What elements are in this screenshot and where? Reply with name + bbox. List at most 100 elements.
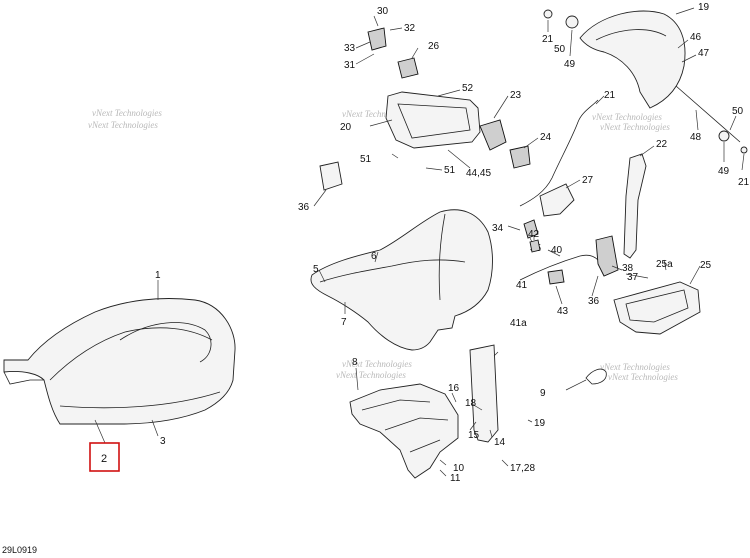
callout-52a[interactable]: 51: [360, 154, 372, 165]
leader-9: [493, 351, 499, 357]
seat-base-frame-rib-1: [361, 399, 431, 411]
callout-32[interactable]: 33: [344, 43, 356, 54]
leader-15: [501, 459, 509, 467]
leader-18: [527, 419, 533, 423]
callout-33[interactable]: 34: [492, 223, 504, 234]
callout-49[interactable]: 48: [690, 132, 702, 143]
backrest-19: [579, 10, 686, 109]
callout-53[interactable]: 52: [462, 83, 474, 94]
callout-48[interactable]: 47: [698, 48, 710, 59]
seat-base-frame-rib-3: [409, 439, 441, 453]
callout-25a[interactable]: 25a: [656, 259, 673, 270]
leader-52a: [391, 153, 399, 159]
callout-5[interactable]: 5: [313, 264, 319, 275]
leader-44-45: [565, 379, 587, 391]
callout-44-45[interactable]: 9: [540, 388, 546, 399]
leader-25a: [663, 259, 667, 271]
callout-11[interactable]: 11: [450, 473, 461, 484]
watermark-3: vNext Technologies: [592, 112, 662, 122]
callout-2-highlighted[interactable]: 2: [101, 453, 107, 465]
leader-6: [374, 251, 379, 263]
callout-52b[interactable]: 51: [444, 165, 456, 176]
latch-plate: [469, 344, 499, 443]
left-seat-inner-contour: [119, 322, 212, 363]
cable-20: [519, 99, 599, 207]
lock-38: [595, 235, 619, 277]
leader-40: [547, 249, 561, 257]
callout-22-right[interactable]: 21: [738, 177, 750, 188]
callout-50-right[interactable]: 49: [718, 166, 730, 177]
callout-30[interactable]: 31: [344, 60, 356, 71]
callout-18[interactable]: 19: [534, 418, 546, 429]
watermark-1: vNext Technologies: [92, 108, 162, 118]
callout-23[interactable]: 23: [510, 90, 522, 101]
callout-21[interactable]: 22: [656, 139, 668, 150]
backrest-group: 19 46 47 48 21 50 49 50 49 21: [542, 2, 750, 188]
callout-51-right[interactable]: 50: [732, 106, 744, 117]
callout-1[interactable]: 1: [155, 270, 161, 281]
left-seat-cushion: [3, 298, 236, 425]
callout-13[interactable]: 15: [468, 430, 480, 441]
lock-and-box-group: 25a 25 37 38 36 40 41 41a 42 43 9: [510, 229, 712, 399]
callout-47[interactable]: 46: [690, 32, 702, 43]
seat-base-frame-shape: [349, 383, 459, 479]
callout-15[interactable]: 17,28: [510, 463, 535, 474]
callout-46[interactable]: 44,45: [466, 168, 491, 179]
washer-51-top: [565, 15, 579, 29]
callout-41a[interactable]: 41a: [510, 318, 527, 329]
leader-26: [411, 47, 419, 59]
leader-33: [507, 225, 521, 231]
callout-26[interactable]: 26: [428, 41, 440, 52]
callout-42[interactable]: 42: [528, 229, 540, 240]
callout-7[interactable]: 7: [341, 317, 347, 328]
watermark-5: vNext Technologies: [342, 359, 412, 369]
left-seat-assembly: 1 3 2: [3, 270, 236, 472]
callout-38[interactable]: 38: [622, 263, 634, 274]
left-seat-lip: [3, 371, 44, 385]
callout-40[interactable]: 40: [551, 245, 563, 256]
callout-17-28[interactable]: 20: [340, 122, 352, 133]
callout-10[interactable]: 10: [453, 463, 465, 474]
callout-27[interactable]: 27: [582, 175, 594, 186]
leader-20: [595, 95, 605, 105]
callout-31[interactable]: 32: [404, 23, 416, 34]
callout-50-top[interactable]: 49: [564, 59, 576, 70]
callout-14[interactable]: 16: [448, 383, 460, 394]
leader-47: [677, 39, 689, 49]
leader-2: [94, 419, 106, 444]
callout-19[interactable]: 19: [698, 2, 710, 13]
callout-12[interactable]: 14: [494, 437, 506, 448]
middle-seat-cover: 5 6 7: [310, 209, 493, 351]
diagram-reference-code: 29L0919: [2, 545, 38, 555]
callout-8[interactable]: 8: [352, 357, 358, 368]
callout-43[interactable]: 43: [557, 306, 569, 317]
callout-29[interactable]: 30: [377, 6, 389, 17]
callout-22-top[interactable]: 21: [542, 34, 554, 45]
callout-6[interactable]: 6: [371, 251, 377, 262]
leader-25: [689, 265, 701, 285]
callout-20[interactable]: 21: [604, 90, 616, 101]
callout-41[interactable]: 41: [516, 280, 528, 291]
callout-51-top[interactable]: 50: [554, 44, 566, 55]
washer-22-right: [740, 146, 748, 154]
leader-10: [439, 459, 447, 466]
highlight-box-callout-2[interactable]: [89, 442, 120, 472]
callout-24[interactable]: 24: [540, 132, 552, 143]
leader-53: [437, 89, 461, 97]
latch-24: [509, 145, 531, 169]
leader-52b: [425, 167, 443, 171]
leader-36: [591, 275, 599, 297]
middle-seat-cover-shape: [310, 209, 493, 351]
callout-25[interactable]: 25: [700, 260, 712, 271]
leader-32: [355, 41, 371, 49]
callout-37[interactable]: 37: [627, 272, 639, 283]
callout-35[interactable]: 36: [298, 202, 310, 213]
middle-seat-contour: [319, 259, 466, 283]
leader-3: [151, 419, 159, 437]
leader-31: [389, 27, 403, 31]
callout-16[interactable]: 18: [465, 398, 477, 409]
callout-3[interactable]: 3: [160, 436, 166, 447]
callout-36[interactable]: 36: [588, 296, 600, 307]
box-25: [613, 281, 701, 335]
